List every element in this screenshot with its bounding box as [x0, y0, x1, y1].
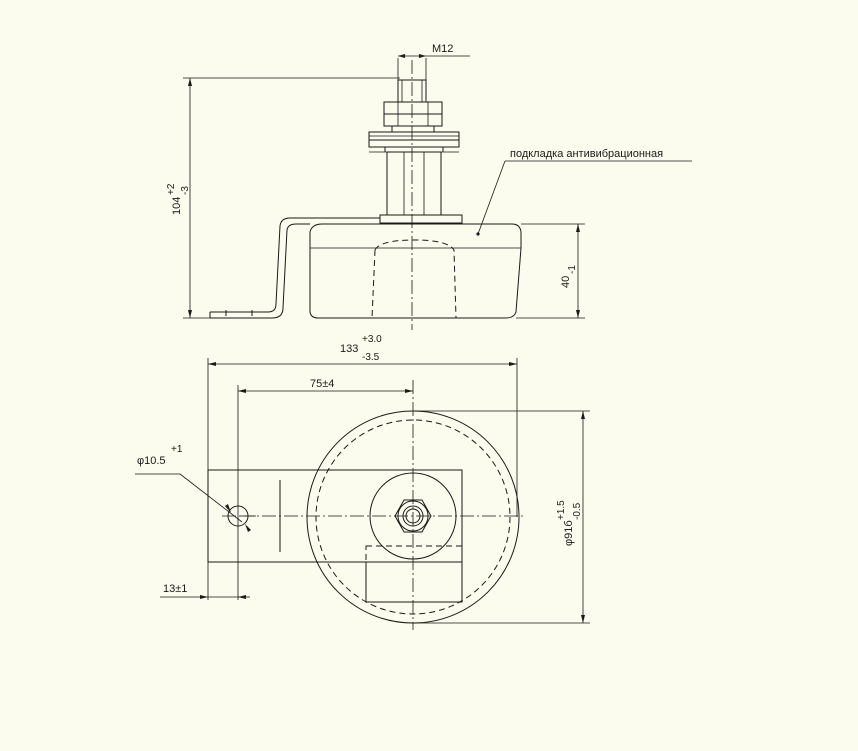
side-view: подкладка антивибрационная M12 104 +2 -3…	[166, 43, 692, 330]
insert-hidden-right	[374, 239, 457, 319]
insert-hidden-left	[371, 249, 376, 319]
bracket-arm-lower	[210, 223, 310, 319]
top-view: 133 +3.0 -3.5 75±4 φ10.5 +1 13±1 φ91б +1…	[135, 334, 590, 630]
hole-diameter-label: φ10.5	[137, 455, 166, 467]
callout-leader	[477, 160, 506, 235]
nut-upper	[383, 101, 443, 115]
shaft	[386, 151, 442, 216]
nut-lower	[383, 113, 443, 127]
height-tol-upper-label: +2	[166, 183, 177, 195]
height-main-label: 104	[171, 197, 183, 215]
pad-height-label: 40	[560, 276, 572, 288]
nut-hexagon	[394, 499, 432, 533]
rubber-pad	[309, 223, 522, 319]
pad-diameter-label: φ91б	[563, 520, 575, 546]
hole-leader	[179, 473, 243, 523]
flange-lower	[368, 139, 460, 148]
foot-lower	[365, 561, 463, 603]
thread-size-label: M12	[432, 43, 453, 55]
height-tol-lower-label: -3	[180, 186, 191, 195]
pad-diameter-tol-upper-label: +1.5	[556, 500, 567, 520]
washer	[391, 125, 435, 133]
bracket-top	[379, 214, 463, 224]
width-tol-upper-label: +3.0	[362, 334, 382, 345]
hole-spacing-label: 75±4	[310, 378, 334, 390]
width-tol-lower-label: -3.5	[362, 352, 380, 363]
edge-offset-label: 13±1	[163, 583, 187, 595]
width-main-label: 133	[340, 343, 358, 355]
pad-callout-label: подкладка антивибрационная	[510, 148, 663, 160]
foot-hidden	[365, 545, 463, 563]
bracket-arm	[210, 217, 380, 313]
hole-diameter-tol-label: +1	[171, 444, 183, 455]
pad-height-tol-label: -1	[567, 265, 578, 274]
pad-diameter-tol-lower-label: -0.5	[572, 502, 583, 520]
